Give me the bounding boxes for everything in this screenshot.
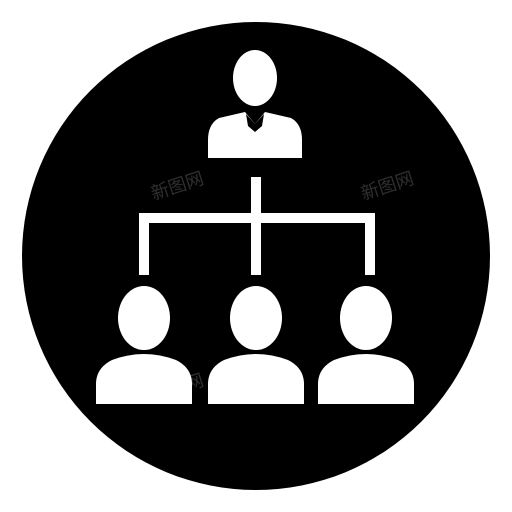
top-person-head (233, 50, 277, 106)
bottom-center-person-body (208, 354, 304, 404)
bottom-left-person-body (96, 354, 192, 404)
top-person-icon (208, 50, 302, 158)
top-person-collar (246, 114, 264, 132)
bottom-left-person-icon (96, 286, 192, 404)
bottom-right-person-icon (318, 286, 414, 404)
bottom-center-person-head (230, 286, 282, 350)
bottom-right-person-body (318, 354, 414, 404)
bottom-center-person-icon (208, 286, 304, 404)
top-person-body (208, 112, 302, 158)
connector-lines (139, 177, 375, 275)
bottom-left-person-head (118, 286, 170, 350)
bottom-right-person-head (340, 286, 392, 350)
